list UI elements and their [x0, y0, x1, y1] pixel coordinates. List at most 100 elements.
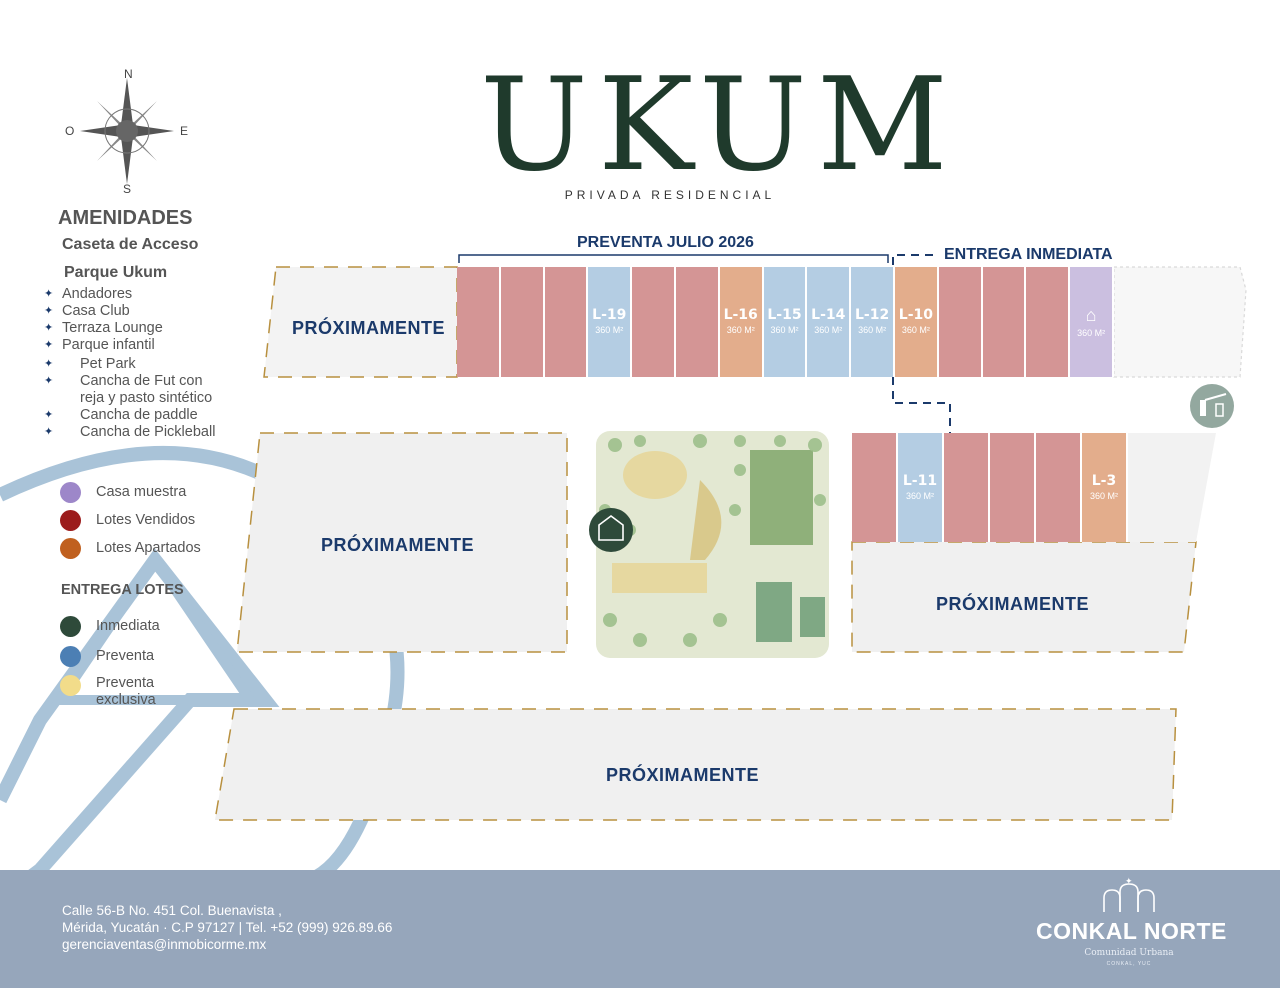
lot-area: 360 M² — [858, 325, 887, 335]
delivery-legend-title: ENTREGA LOTES — [61, 582, 184, 598]
lot-code: L-16 — [723, 307, 758, 323]
compass-rose: N S E O — [62, 66, 192, 196]
company-name: CONKAL NORTE — [1036, 918, 1227, 944]
star-bullet-icon: ✦ — [44, 339, 54, 351]
lot-code: L-3 — [1091, 472, 1117, 489]
preventa-bracket — [458, 254, 889, 263]
address-line: Mérida, Yucatán · C.P 97127 | Tel. +52 (… — [62, 920, 393, 935]
list-item: ✦Parque infantil — [44, 337, 155, 353]
lot[interactable]: L-15 360 M² — [763, 267, 808, 377]
compass-west: O — [65, 124, 74, 138]
proximamente-label: PRÓXIMAMENTE — [606, 765, 760, 785]
blue-dot-icon — [60, 645, 81, 667]
star-bullet-icon: ✦ — [44, 305, 54, 317]
proximamente-label: PRÓXIMAMENTE — [936, 594, 1090, 614]
compass-south: S — [123, 182, 131, 196]
lot[interactable] — [990, 433, 1036, 542]
proximamente-label: PRÓXIMAMENTE — [321, 535, 475, 555]
lot-area: 360 M² — [814, 325, 843, 335]
list-item: ✦Pet Park — [44, 356, 136, 372]
lot-area: 360 M² — [905, 490, 934, 501]
lot[interactable] — [632, 267, 676, 377]
legend-item: Lotes Vendidos — [60, 506, 201, 534]
lot[interactable] — [457, 267, 501, 377]
star-bullet-icon: ✦ — [44, 426, 54, 438]
lot-area: 360 M² — [1089, 490, 1118, 501]
footer-address: Calle 56-B No. 451 Col. Buenavista , Mér… — [62, 902, 392, 953]
proximamente-block-top-left — [263, 266, 458, 378]
lot[interactable] — [982, 267, 1027, 377]
lot-area: 360 M² — [901, 325, 930, 335]
lot-code: L-15 — [767, 307, 802, 323]
legend-item: Preventa — [60, 641, 176, 671]
park-title: Parque Ukum — [64, 264, 168, 281]
list-item: ✦Andadores — [44, 286, 133, 302]
purple-dot-icon — [60, 481, 81, 503]
proximamente-block-mid-right — [851, 541, 1197, 653]
lot-area: 360 M² — [726, 325, 755, 335]
legend-item: Lotes Apartados — [60, 534, 201, 562]
lot-area: 360 M² — [595, 325, 624, 335]
star-bullet-icon: ✦ — [44, 358, 54, 370]
lot[interactable] — [676, 267, 720, 377]
red-dot-icon — [60, 509, 81, 531]
orange-dot-icon — [60, 537, 81, 559]
proximamente-block-mid-left — [236, 432, 568, 653]
footer — [0, 870, 1280, 988]
star-bullet-icon: ✦ — [44, 375, 54, 387]
svg-text:✦: ✦ — [1125, 876, 1133, 886]
playground-icon — [589, 508, 633, 552]
lot[interactable] — [1026, 267, 1071, 377]
yellow-dot-icon — [60, 675, 81, 696]
lot[interactable] — [500, 267, 545, 377]
lot-area: 360 M² — [1077, 327, 1106, 338]
lot[interactable] — [1036, 433, 1082, 542]
company-location: CONKAL, YUC — [1106, 961, 1152, 967]
company-subtitle: Comunidad Urbana — [1084, 948, 1174, 958]
green-dot-icon — [60, 615, 81, 637]
access-gate-label: Caseta de Acceso — [62, 236, 199, 253]
preventa-banner: PREVENTA JULIO 2026 — [577, 234, 754, 251]
lot-code: L-11 — [902, 472, 938, 489]
lot[interactable] — [544, 267, 589, 377]
star-bullet-icon: ✦ — [44, 322, 54, 334]
contact-email[interactable]: gerenciaventas@inmobicorme.mx — [62, 937, 267, 952]
lot[interactable]: L-16 360 M² — [719, 267, 764, 377]
compass-north: N — [124, 67, 133, 81]
entrega-outline — [892, 254, 935, 265]
conkal-logo-icon: ✦ — [1103, 876, 1155, 912]
list-item: ✦Cancha de Pickleball — [44, 424, 216, 440]
lot[interactable]: L-10 360 M² — [895, 267, 939, 377]
lot[interactable]: ⌂ 360 M² — [1070, 267, 1114, 377]
lot[interactable]: L-14 360 M² — [807, 267, 852, 377]
access-gate-icon — [1190, 384, 1234, 428]
star-bullet-icon: ✦ — [44, 288, 54, 300]
house-icon: ⌂ — [1085, 304, 1097, 325]
lot-area: 360 M² — [770, 325, 799, 335]
empty-lot-area-right — [1127, 433, 1216, 542]
amenities-heading: AMENIDADES — [58, 207, 193, 229]
delivery-legend: Inmediata Preventa Preventa exclusiva — [60, 611, 176, 711]
status-legend: Casa muestra Lotes Vendidos Lotes Aparta… — [60, 478, 201, 562]
address-line: Calle 56-B No. 451 Col. Buenavista , — [62, 903, 282, 918]
list-item: ✦Casa Club — [44, 303, 130, 319]
lot[interactable] — [938, 267, 983, 377]
legend-item: Casa muestra — [60, 478, 201, 506]
entrega-banner: ENTREGA INMEDIATA — [944, 246, 1113, 263]
list-item: ✦Cancha de paddle — [44, 407, 198, 423]
lot[interactable] — [944, 433, 990, 542]
legend-item: Inmediata — [60, 611, 176, 641]
lot-code: L-10 — [898, 307, 933, 323]
lot-code: L-14 — [811, 307, 846, 323]
proximamente-label: PRÓXIMAMENTE — [292, 318, 446, 338]
list-item: ✦Cancha de Fut con reja y pasto sintétic… — [44, 373, 213, 406]
logo-tagline: PRIVADA RESIDENCIAL — [564, 188, 776, 202]
star-bullet-icon: ✦ — [44, 409, 54, 421]
lot[interactable] — [852, 433, 898, 542]
